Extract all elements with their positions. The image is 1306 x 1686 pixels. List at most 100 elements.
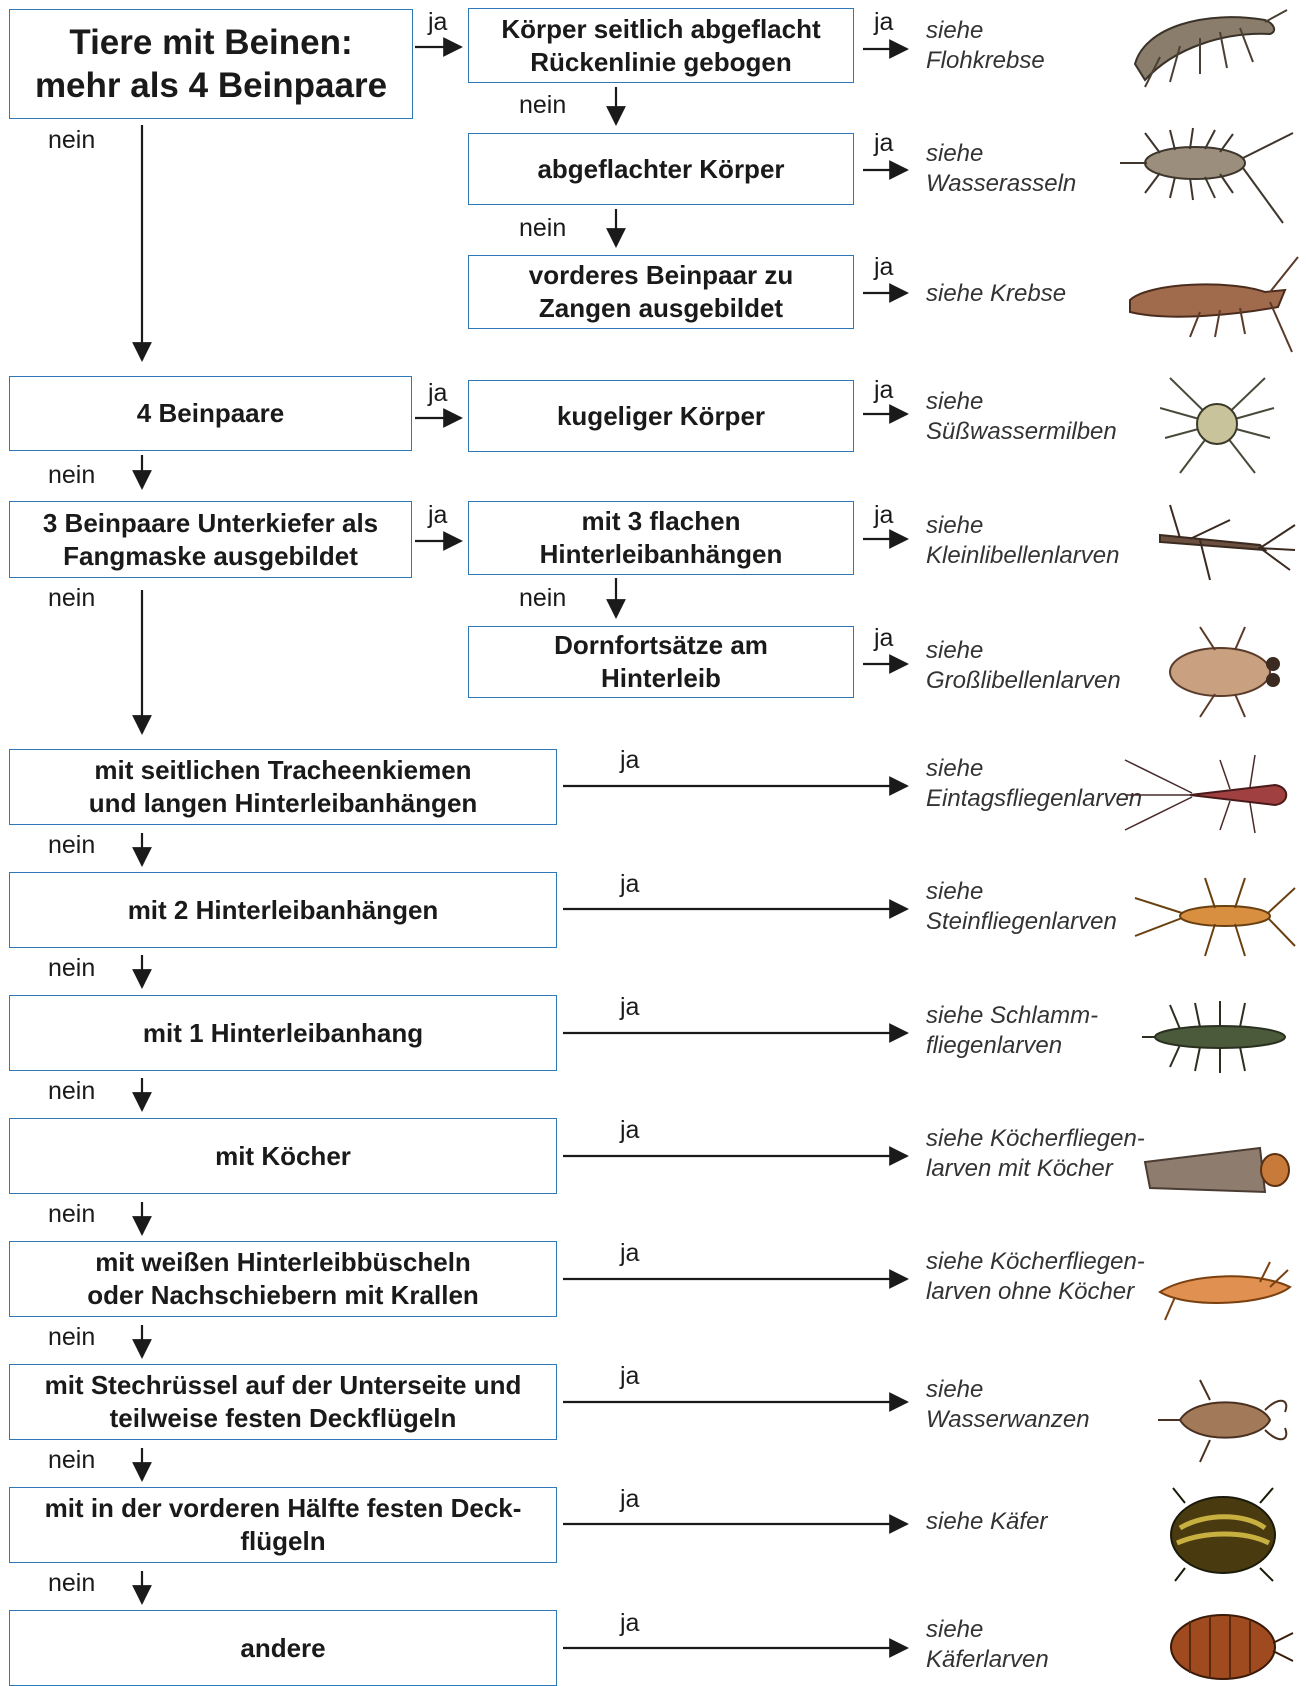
question-line: Rückenlinie gebogen — [530, 46, 792, 77]
yes-label: ja — [620, 1362, 640, 1390]
no-label: nein — [519, 214, 567, 242]
question-line: und langen Hinterleibanhängen — [88, 788, 478, 818]
result-line: larven mit Köcher — [926, 1155, 1113, 1182]
no-label: nein — [519, 584, 567, 612]
result-krebse: siehe Krebse — [926, 279, 1066, 309]
question-line: mit 2 Hinterleibanhängen — [127, 894, 439, 925]
no-label: nein — [48, 1323, 96, 1351]
water-louse-icon — [1120, 127, 1294, 224]
question-line: 4 Beinpaare — [136, 398, 285, 428]
start-line-2: mehr als 4 Beinpaare — [34, 66, 388, 105]
result-line: siehe — [926, 1616, 984, 1643]
no-label: nein — [48, 954, 96, 982]
result-line: siehe — [926, 140, 984, 167]
yes-label: ja — [874, 8, 894, 36]
result-line: larven ohne Köcher — [926, 1278, 1135, 1305]
mayfly-larva-icon — [1124, 754, 1288, 834]
question-case: mit Köcher — [9, 1118, 557, 1194]
yes-label: ja — [620, 993, 640, 1021]
question-line: oder Nachschiebern mit Krallen — [87, 1280, 479, 1310]
question-line: andere — [240, 1632, 326, 1663]
yes-label: ja — [620, 1485, 640, 1513]
question-line: mit 1 Hinterleibanhang — [142, 1017, 424, 1048]
question-line: Hinterleib — [601, 663, 721, 693]
question-line: Hinterleibanhängen — [539, 539, 783, 569]
question-spherical-body: kugeliger Körper — [468, 380, 854, 452]
question-one-appendage: mit 1 Hinterleibanhang — [9, 995, 557, 1071]
beetle-icon — [1170, 1487, 1276, 1582]
result-line: siehe Krebse — [926, 280, 1067, 307]
question-line: mit seitlichen Tracheenkiemen — [94, 755, 472, 785]
question-line: Körper seitlich abgeflacht — [501, 13, 821, 44]
caddis-larva-icon — [1158, 1261, 1292, 1321]
result-line: siehe — [926, 1376, 984, 1403]
caddis-case-icon — [1143, 1146, 1290, 1194]
yes-label: ja — [874, 376, 894, 404]
result-line: siehe — [926, 17, 984, 44]
beetle-larva-icon — [1170, 1614, 1294, 1680]
result-line: Wasserwanzen — [926, 1406, 1090, 1433]
yes-label: ja — [620, 870, 640, 898]
question-line: mit Köcher — [215, 1140, 351, 1171]
crayfish-icon — [1129, 256, 1299, 353]
yes-label: ja — [428, 379, 448, 407]
no-label: nein — [48, 1077, 96, 1105]
no-label: nein — [48, 1569, 96, 1597]
result-line: Wasserasseln — [926, 170, 1077, 197]
yes-label: ja — [620, 1239, 640, 1267]
question-two-appendages: mit 2 Hinterleibanhängen — [9, 872, 557, 948]
result-line: siehe — [926, 512, 984, 539]
result-line: siehe Käfer — [926, 1508, 1048, 1535]
yes-label: ja — [620, 1116, 640, 1144]
question-hard-elytra: mit in der vorderen Hälfte festen Deck-f… — [9, 1487, 557, 1563]
question-line: mit Stechrüssel auf der Unterseite und — [44, 1370, 522, 1400]
no-label: nein — [48, 461, 96, 489]
result-line: Eintagsfliegenlarven — [926, 785, 1143, 812]
yes-label: ja — [874, 624, 894, 652]
result-line: siehe Schlamm- — [926, 1002, 1099, 1029]
result-line: Großlibellenlarven — [926, 667, 1121, 694]
question-line: kugeliger Körper — [556, 400, 766, 431]
no-label: nein — [48, 831, 96, 859]
result-line: fliegenlarven — [926, 1032, 1063, 1059]
water-bug-icon — [1158, 1379, 1288, 1463]
yes-label: ja — [874, 501, 894, 529]
no-label: nein — [48, 1200, 96, 1228]
result-line: Steinfliegenlarven — [926, 908, 1117, 935]
question-four-leg-pairs: 4 Beinpaare — [9, 376, 412, 451]
result-line: Flohkrebse — [926, 47, 1045, 74]
result-line: siehe — [926, 878, 984, 905]
result-kaefer: siehe Käfer — [926, 1507, 1047, 1537]
question-line: Dornfortsätze am — [554, 630, 768, 660]
result-line: Süßwassermilben — [926, 418, 1117, 445]
stonefly-larva-icon — [1134, 877, 1296, 957]
question-line: Fangmaske ausgebildet — [63, 540, 358, 571]
yes-label: ja — [620, 1609, 640, 1637]
yes-label: ja — [620, 746, 640, 774]
amphipod-icon — [1133, 9, 1288, 88]
result-schlammfliegen: siehe Schlamm-fliegenlarven — [926, 1001, 1098, 1061]
no-label: nein — [48, 584, 96, 612]
no-label: nein — [48, 126, 96, 154]
damselfly-larva-icon — [1159, 504, 1296, 581]
alderfly-larva-icon — [1142, 1001, 1286, 1073]
start-box: Tiere mit Beinen: mehr als 4 Beinpaare — [9, 9, 413, 119]
no-label: nein — [519, 91, 567, 119]
result-line: siehe Köcherfliegen- — [926, 1125, 1145, 1152]
question-line: vorderes Beinpaar zu — [528, 260, 794, 290]
result-line: Käferlarven — [926, 1646, 1049, 1673]
yes-label: ja — [874, 129, 894, 157]
start-line-1: Tiere mit Beinen: — [69, 23, 353, 62]
